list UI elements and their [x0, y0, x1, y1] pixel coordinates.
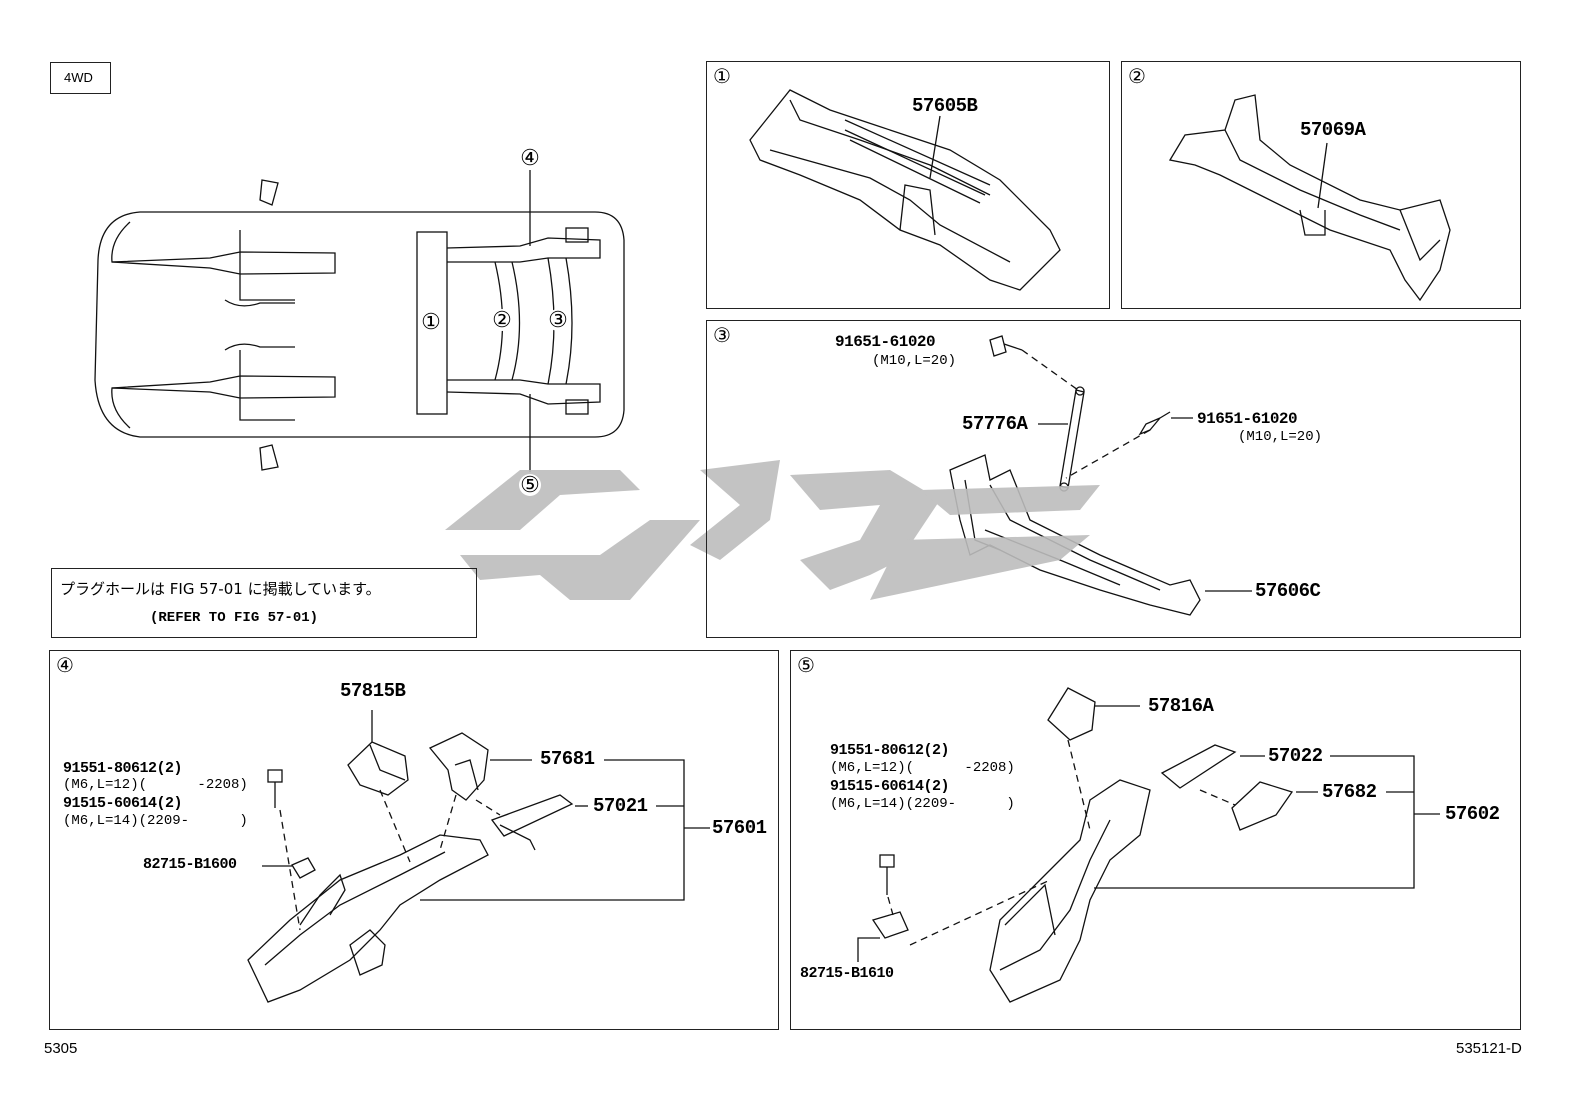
part-label-91551-80612-p4[interactable]: 91551-80612(2) [63, 760, 183, 777]
marker-5-panel: ⑤ [795, 655, 817, 677]
spec-91515-60614-p5: (M6,L=14)(2209- ) [830, 796, 1015, 812]
panel-4 [49, 650, 779, 1030]
footer-right-code: 535121-D [1456, 1040, 1522, 1057]
part-label-57605b[interactable]: 57605B [912, 95, 978, 117]
clip-82715-b1610-drawing [857, 911, 909, 962]
part-label-57681[interactable]: 57681 [540, 748, 595, 770]
marker-4-panel: ④ [54, 655, 76, 677]
part-label-91515-60614-p5[interactable]: 91515-60614(2) [830, 778, 950, 795]
drive-tag-box: 4WD [50, 62, 111, 94]
part-57602-drawing [989, 779, 1151, 1003]
panel-1 [706, 61, 1110, 309]
part-57022-drawing [1160, 744, 1265, 789]
part-57681-drawing [428, 732, 532, 801]
part-label-57606c[interactable]: 57606C [1255, 580, 1321, 602]
part-57069a-drawing [1168, 94, 1451, 302]
footer-left-code: 5305 [44, 1040, 78, 1057]
marker-4-vehicle: ④ [519, 145, 541, 170]
part-57816a-drawing [1047, 687, 1140, 741]
vehicle-top-view [94, 170, 625, 472]
spec-91515-60614-p4: (M6,L=14)(2209- ) [63, 813, 248, 829]
marker-3-panel: ③ [711, 325, 733, 347]
assembly-bracket-57602 [1094, 755, 1440, 889]
marker-1-vehicle: ① [420, 309, 442, 334]
part-label-57601[interactable]: 57601 [712, 817, 767, 839]
part-label-57816a[interactable]: 57816A [1148, 695, 1214, 717]
part-57601-drawing [247, 834, 489, 1003]
drive-tag-text: 4WD [64, 70, 93, 85]
spec-91651-61020-a: (M10,L=20) [872, 353, 957, 369]
part-label-91651-61020-a[interactable]: 91651-61020 [835, 333, 936, 351]
watermark [445, 460, 1100, 600]
part-57815b-drawing [347, 710, 409, 796]
marker-2-panel: ② [1126, 66, 1148, 88]
part-label-57682[interactable]: 57682 [1322, 781, 1377, 803]
part-57682-drawing [1231, 781, 1318, 831]
part-label-82715-b1600[interactable]: 82715-B1600 [143, 856, 237, 873]
note-en: (REFER TO FIG 57-01) [150, 610, 319, 626]
part-label-91551-80612-p5[interactable]: 91551-80612(2) [830, 742, 950, 759]
spec-91551-80612-p5: (M6,L=12)( -2208) [830, 760, 1015, 776]
panel-5 [790, 650, 1521, 1030]
bolt-drawings-panel3 [989, 335, 1193, 436]
part-label-57021[interactable]: 57021 [593, 795, 648, 817]
part-label-57602[interactable]: 57602 [1445, 803, 1500, 825]
marker-2-vehicle: ② [491, 307, 513, 332]
marker-3-vehicle: ③ [547, 307, 569, 332]
part-57605b-drawing [749, 89, 1061, 291]
bolt-drawing-panel5 [879, 854, 895, 895]
part-label-57022[interactable]: 57022 [1268, 745, 1323, 767]
marker-5-vehicle: ⑤ [519, 472, 541, 497]
part-label-91651-61020-b[interactable]: 91651-61020 [1197, 410, 1298, 428]
part-label-57069a[interactable]: 57069A [1300, 119, 1366, 141]
part-label-82715-b1610[interactable]: 82715-B1610 [800, 965, 894, 982]
panel-3 [706, 320, 1521, 638]
spec-91551-80612-p4: (M6,L=12)( -2208) [63, 777, 248, 793]
note-jp: プラグホールは FIG 57-01 に掲載しています。 [60, 580, 381, 598]
part-label-57776a[interactable]: 57776A [962, 413, 1028, 435]
part-label-57815b[interactable]: 57815B [340, 680, 406, 702]
marker-1-panel: ① [711, 66, 733, 88]
assembly-bracket-57601 [420, 759, 710, 901]
note-box [51, 568, 477, 638]
panel-2 [1121, 61, 1521, 309]
spec-91651-61020-b: (M10,L=20) [1238, 429, 1323, 445]
part-57021-drawing [490, 794, 588, 851]
part-label-91515-60614-p4[interactable]: 91515-60614(2) [63, 795, 183, 812]
bolt-drawing-panel4 [267, 769, 283, 808]
clip-82715-b1600-drawing [262, 857, 316, 879]
